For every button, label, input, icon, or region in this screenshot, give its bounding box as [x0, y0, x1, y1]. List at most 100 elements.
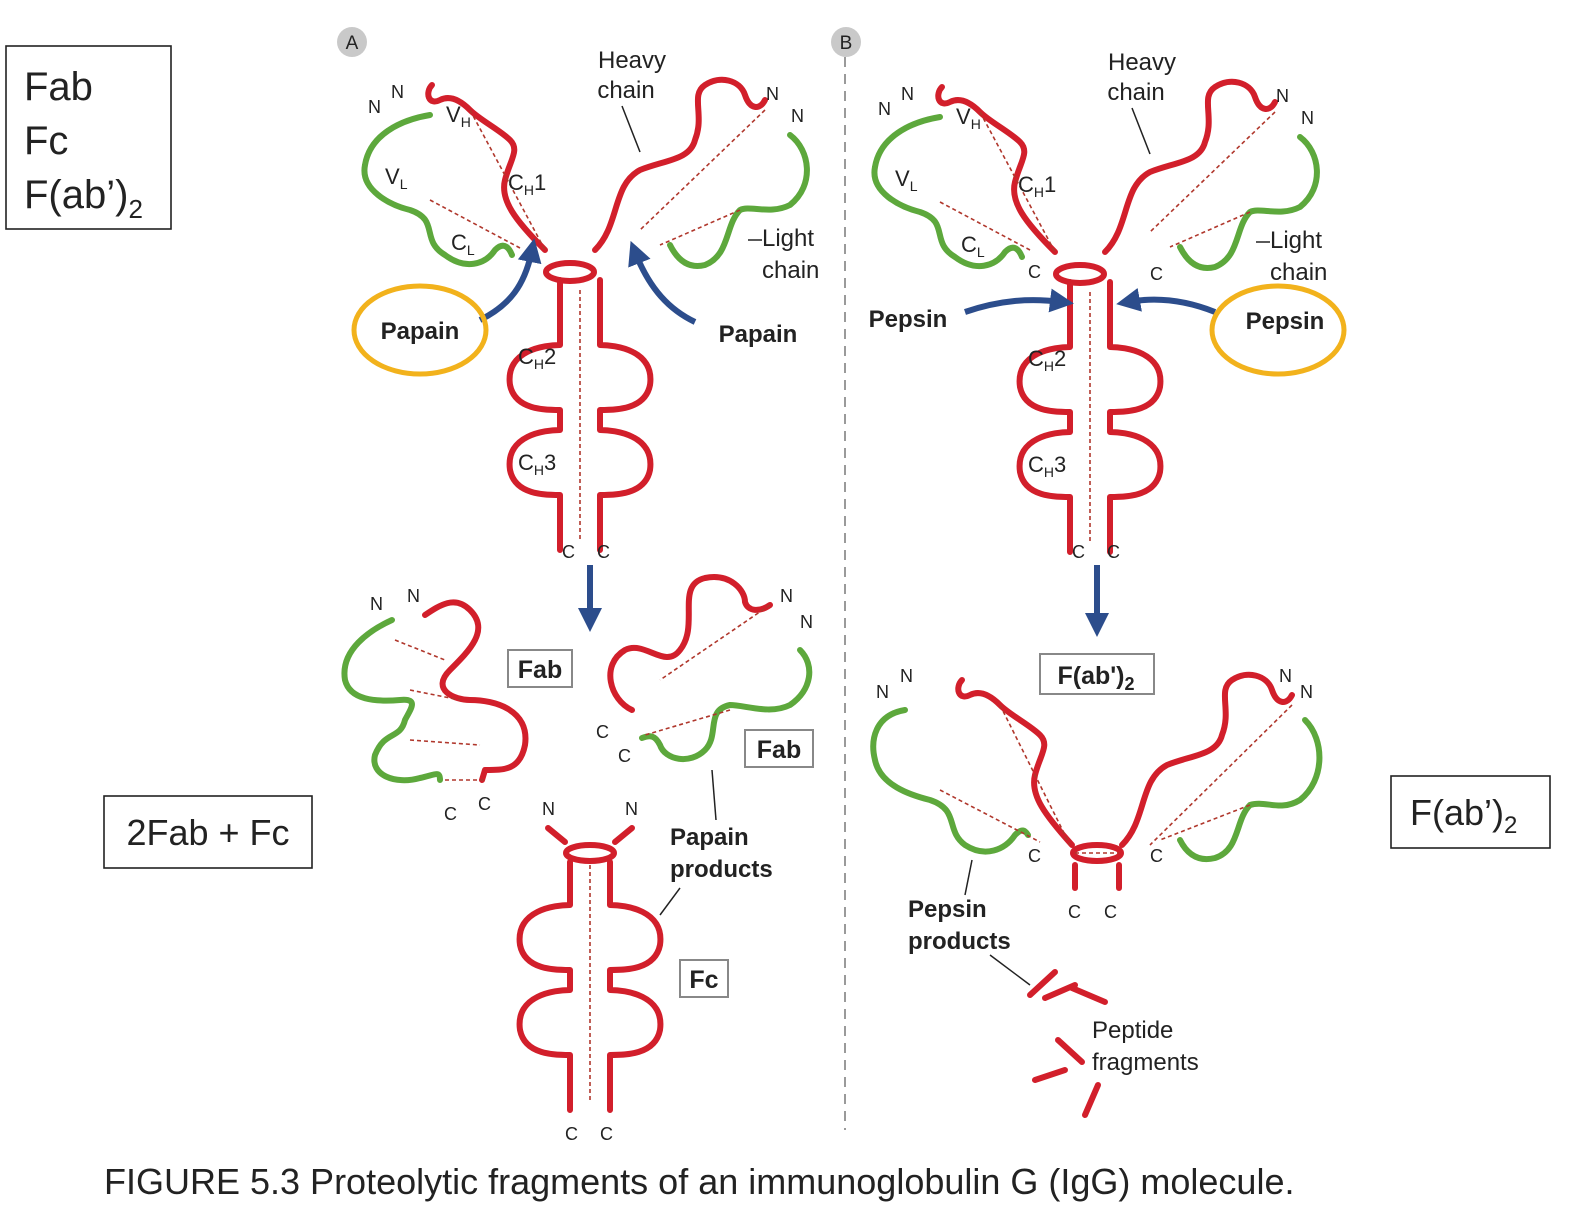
- a-fab-fragment-right: [607, 574, 813, 762]
- note-box-pepsin-result: [1390, 775, 1551, 849]
- b-n-terminus: N: [878, 99, 891, 119]
- a-fab-box-2: [744, 729, 814, 768]
- a-fc-fragment: [516, 825, 664, 1113]
- b-peptide-fragments-label: Peptide: [1092, 1017, 1173, 1044]
- b-vh-label: VH: [956, 104, 981, 132]
- note-fc: Fc: [24, 119, 68, 163]
- a-heavy-chain-label-2: chain: [597, 77, 654, 104]
- a-c-terminus: C: [562, 542, 575, 562]
- a-papain-products-label: Papain: [670, 824, 749, 851]
- b-c-terminus: C: [1107, 542, 1120, 562]
- a-products-pointer-fc: [659, 887, 681, 916]
- a-fc-box: [679, 959, 729, 998]
- a-ch1-label: CH1: [508, 170, 546, 198]
- note-box-papain-result: [103, 795, 313, 869]
- a-n-terminus: N: [766, 84, 779, 104]
- b-peptide-fragments-label-2: fragments: [1092, 1049, 1199, 1076]
- b-n-terminus: N: [1301, 108, 1314, 128]
- b-c-terminus: C: [1104, 902, 1117, 922]
- b-fab2-fragment: [870, 671, 1323, 891]
- a-c-terminus: C: [600, 1124, 613, 1144]
- b-n-terminus: N: [900, 666, 913, 686]
- b-c-terminus: C: [1150, 264, 1163, 284]
- b-pepsin-arrow-right: [1116, 288, 1217, 315]
- b-n-terminus: N: [1300, 682, 1313, 702]
- b-c-terminus: C: [1150, 846, 1163, 866]
- a-light-chain-label-2: chain: [762, 257, 819, 284]
- b-pepsin-products-label-2: products: [908, 928, 1011, 955]
- a-papain-arrow-right: [628, 240, 697, 325]
- panel-b-badge: [831, 27, 861, 57]
- panel-b-badge-text: B: [840, 33, 853, 54]
- a-vl-label: VL: [385, 164, 408, 192]
- a-light-chain-label: Light: [762, 225, 814, 252]
- b-heavy-chain-label: Heavy: [1108, 49, 1176, 76]
- a-fc-label: Fc: [689, 966, 718, 994]
- a-papain-highlight-ring: [351, 283, 489, 377]
- b-n-terminus: N: [876, 682, 889, 702]
- panel-b-antibody: [871, 78, 1320, 555]
- b-c-terminus: C: [1028, 846, 1041, 866]
- b-vl-label: VL: [895, 166, 918, 194]
- a-n-terminus: N: [780, 586, 793, 606]
- b-products-pointer-peptides: [989, 954, 1031, 986]
- a-c-terminus: C: [596, 722, 609, 742]
- a-fab-box-1: [507, 649, 573, 688]
- b-ch1-label: CH1: [1018, 172, 1056, 200]
- note-pepsin-result: F(ab’)2: [1410, 792, 1517, 839]
- a-heavy-chain-pointer: [621, 105, 641, 153]
- b-pepsin-highlight-ring: [1209, 283, 1347, 377]
- a-c-terminus: C: [565, 1124, 578, 1144]
- a-ch2-label: CH2: [518, 344, 556, 372]
- note-papain-result: 2Fab + Fc: [126, 812, 289, 853]
- a-n-terminus: N: [542, 799, 555, 819]
- a-fab-label-2: Fab: [757, 736, 801, 764]
- b-n-terminus: N: [1276, 86, 1289, 106]
- b-ch3-label: CH3: [1028, 452, 1066, 480]
- b-heavy-chain-label-2: chain: [1107, 79, 1164, 106]
- a-fab-fragment-left: [341, 599, 529, 784]
- a-n-terminus: N: [407, 586, 420, 606]
- a-c-terminus: C: [618, 746, 631, 766]
- b-pepsin-products-label: Pepsin: [908, 896, 987, 923]
- a-products-pointer-fab: [711, 769, 717, 821]
- a-papain-label-left: Papain: [381, 318, 460, 345]
- b-n-terminus: N: [1279, 666, 1292, 686]
- b-ch2-label: CH2: [1028, 346, 1066, 374]
- a-papain-label-right: Papain: [719, 321, 798, 348]
- a-n-terminus: N: [368, 97, 381, 117]
- b-c-terminus: C: [1072, 542, 1085, 562]
- b-heavy-chain-pointer: [1131, 107, 1151, 155]
- note-box-top-left: [5, 45, 172, 230]
- b-c-terminus: C: [1068, 902, 1081, 922]
- b-pepsin-arrow-left: [964, 288, 1074, 315]
- b-light-chain-label: Light: [1270, 227, 1322, 254]
- a-n-terminus: N: [370, 594, 383, 614]
- a-n-terminus: N: [800, 612, 813, 632]
- a-papain-products-label-2: products: [670, 856, 773, 883]
- b-c-terminus: C: [1028, 262, 1041, 282]
- a-fab-label-1: Fab: [518, 656, 562, 684]
- a-c-terminus: C: [478, 794, 491, 814]
- a-cl-label: CL: [451, 230, 475, 258]
- a-n-terminus: N: [791, 106, 804, 126]
- note-fab: Fab: [24, 65, 93, 109]
- figure-caption: FIGURE 5.3 Proteolytic fragments of an i…: [104, 1161, 1294, 1202]
- panel-a-badge: [337, 27, 367, 57]
- b-pepsin-label-right: Pepsin: [1246, 308, 1325, 335]
- b-products-pointer-fab2: [964, 859, 973, 896]
- note-fab2: F(ab’)2: [24, 173, 143, 224]
- b-peptide-fragments: [1027, 969, 1108, 1118]
- a-vh-label: VH: [446, 102, 471, 130]
- b-n-terminus: N: [901, 84, 914, 104]
- a-n-terminus: N: [625, 799, 638, 819]
- b-cl-label: CL: [961, 232, 985, 260]
- a-papain-arrow-left: [478, 238, 542, 323]
- a-n-terminus: N: [391, 82, 404, 102]
- b-light-chain-label-2: chain: [1270, 259, 1327, 286]
- a-ch3-label: CH3: [518, 450, 556, 478]
- panel-a-antibody: [364, 80, 810, 553]
- b-fab2-box: [1039, 653, 1155, 695]
- b-pepsin-label-left: Pepsin: [869, 306, 948, 333]
